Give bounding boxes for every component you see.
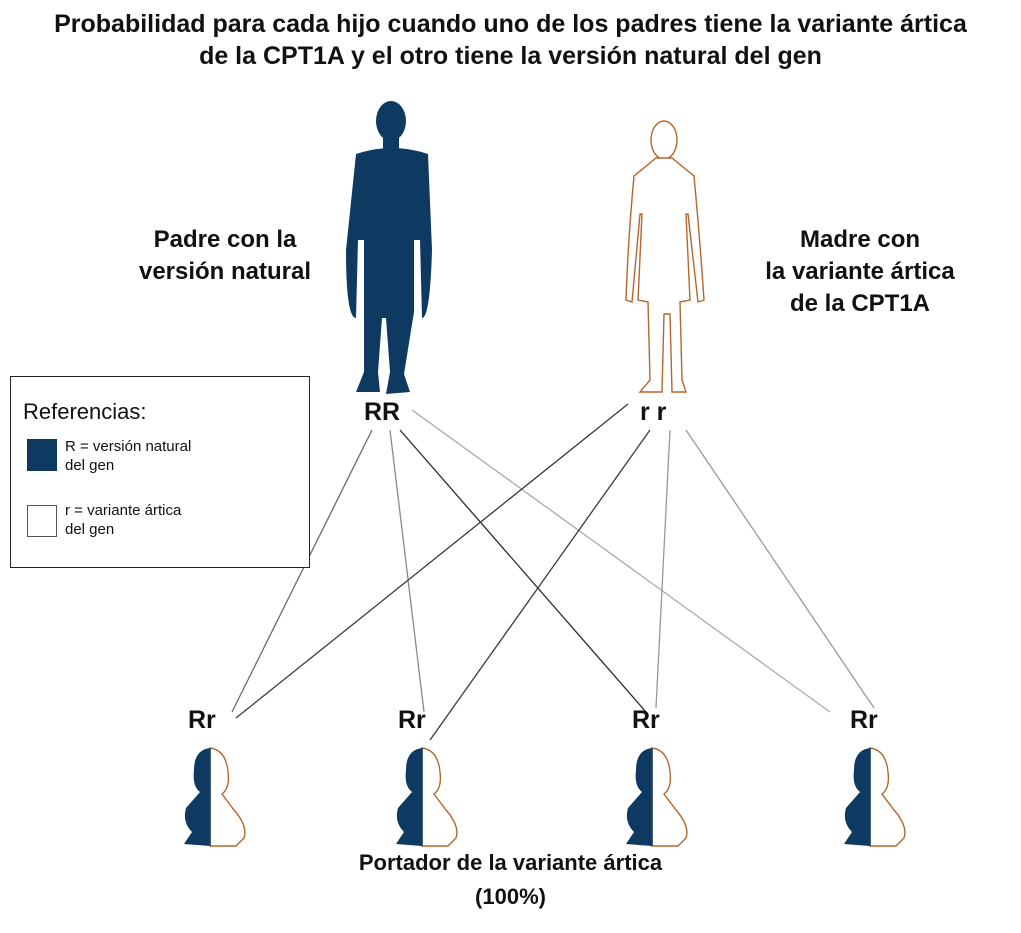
man-silhouette-icon xyxy=(346,101,432,394)
child-3-genotype: Rr xyxy=(632,706,660,734)
mother-label-line-1: Madre con xyxy=(799,226,921,253)
line-father-child-2 xyxy=(389,429,425,713)
mother-label-line-2: la variante ártica xyxy=(765,258,955,285)
mother-label: Madre con la variante ártica de la CPT1A xyxy=(740,224,980,320)
father-label-line-1: Padre con la xyxy=(153,226,297,253)
child-3-baby xyxy=(626,747,688,847)
child-2-genotype: Rr xyxy=(398,706,426,734)
legend-title: Referencias: xyxy=(23,399,147,424)
father-label-line-2: versión natural xyxy=(138,258,312,285)
woman-outline-icon xyxy=(625,120,705,393)
legend-item-arctic: r = variante ártica del gen xyxy=(65,501,285,539)
father-genotype: RR xyxy=(364,398,401,426)
inheritance-lines xyxy=(231,403,875,741)
line-mother-child-4 xyxy=(685,429,875,709)
line-mother-child-2 xyxy=(429,429,651,741)
caption-line-1: Portador de la variante ártica xyxy=(358,850,663,875)
title-line-2: de la CPT1A y el otro tiene la versión n… xyxy=(199,42,822,70)
legend-swatch-arctic xyxy=(27,505,57,537)
mother-label-line-3: de la CPT1A xyxy=(789,290,931,317)
line-mother-child-1 xyxy=(235,403,629,719)
line-father-child-1 xyxy=(231,429,373,713)
legend-box: Referencias: R = versión natural del gen… xyxy=(10,376,310,568)
legend-swatch-natural xyxy=(27,439,57,471)
title-line-1: Probabilidad para cada hijo cuando uno d… xyxy=(54,10,967,38)
legend-item-arctic-line-2: del gen xyxy=(65,521,115,538)
line-mother-child-3 xyxy=(655,429,671,709)
child-4-genotype: Rr xyxy=(850,706,878,734)
legend-item-natural-line-2: del gen xyxy=(65,457,115,474)
line-father-child-4 xyxy=(411,409,831,713)
father-label: Padre con la versión natural xyxy=(100,224,350,288)
child-2-baby xyxy=(396,747,458,847)
diagram-title: Probabilidad para cada hijo cuando uno d… xyxy=(0,8,1021,72)
legend-item-natural-line-1: R = versión natural xyxy=(65,438,192,455)
legend-item-arctic-line-1: r = variante ártica xyxy=(65,502,182,519)
child-1-baby xyxy=(184,747,246,847)
line-father-child-3 xyxy=(399,429,647,713)
result-caption: Portador de la variante ártica (100%) xyxy=(0,846,1021,914)
caption-line-2: (100%) xyxy=(475,884,546,909)
child-1-genotype: Rr xyxy=(188,706,216,734)
mother-genotype: r r xyxy=(640,398,667,426)
legend-item-natural: R = versión natural del gen xyxy=(65,437,285,475)
child-4-baby xyxy=(844,747,906,847)
